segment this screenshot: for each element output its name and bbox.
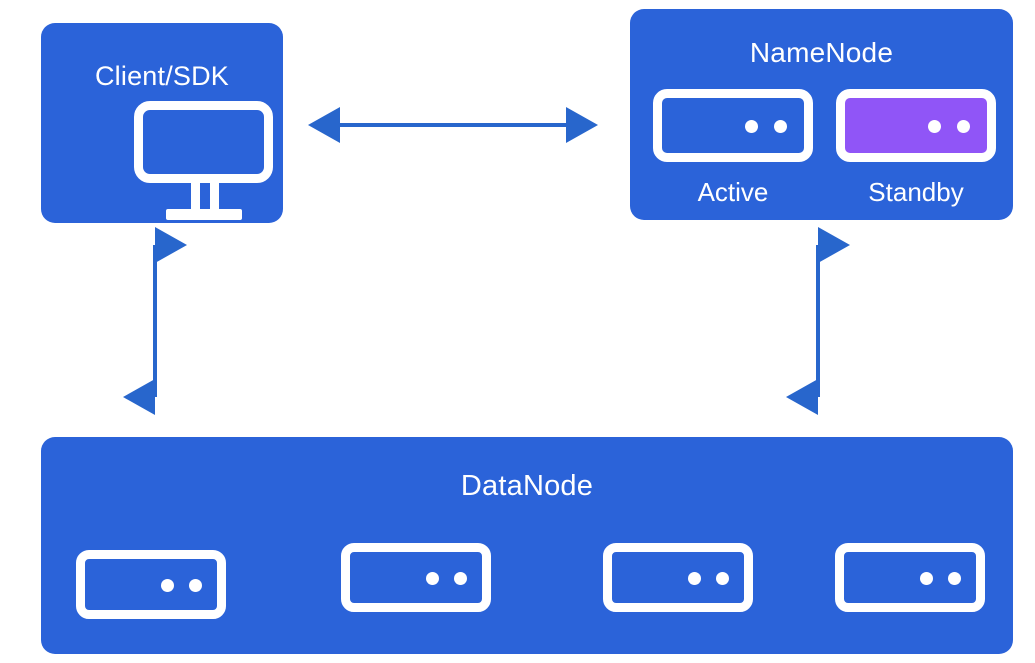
- server-led-1: [920, 571, 933, 585]
- server-led-2: [189, 578, 202, 592]
- client-sdk-label: Client/SDK: [94, 61, 230, 91]
- server-led-2: [948, 571, 961, 585]
- namenode-label: NameNode: [749, 37, 894, 68]
- server-led-1: [161, 578, 174, 592]
- datanode-server-slot-2[interactable]: [341, 543, 491, 612]
- monitor-screen-shape: [134, 101, 273, 183]
- server-led-1: [745, 119, 758, 133]
- server-icon: [76, 550, 226, 619]
- datanode-node[interactable]: DataNode @稀土掘金技术社区: [41, 437, 1013, 654]
- server-led-2: [716, 571, 729, 585]
- connector-namenode-to-datanode-icon: [786, 227, 850, 415]
- namenode-active-slot[interactable]: Active: [653, 89, 813, 207]
- server-led-2: [957, 119, 970, 133]
- server-icon: [341, 543, 491, 612]
- datanode-label: DataNode: [460, 470, 594, 502]
- connector-client-to-datanode-icon: [123, 227, 187, 415]
- client-sdk-node[interactable]: Client/SDK: [41, 23, 283, 223]
- server-led-1: [928, 119, 941, 133]
- datanode-server-slot-3[interactable]: [603, 543, 753, 612]
- server-icon: [603, 543, 753, 612]
- namenode-active-label: Active: [697, 177, 769, 207]
- server-led-1: [426, 571, 439, 585]
- server-led-1: [688, 571, 701, 585]
- namenode-node[interactable]: NameNode Active Standby: [630, 9, 1013, 220]
- monitor-icon: [134, 101, 273, 223]
- datanode-server-slot-1[interactable]: [76, 550, 226, 619]
- datanode-server-slot-4[interactable]: [835, 543, 985, 612]
- monitor-stand-left: [191, 183, 200, 213]
- namenode-standby-slot[interactable]: Standby: [836, 89, 996, 207]
- connector-client-to-namenode-icon: [308, 107, 598, 143]
- monitor-stand-right: [210, 183, 219, 213]
- namenode-standby-label: Standby: [868, 177, 964, 207]
- server-icon: [653, 89, 813, 162]
- server-icon: [835, 543, 985, 612]
- server-icon: [836, 89, 996, 162]
- monitor-base-shape: [166, 209, 242, 220]
- server-led-2: [454, 571, 467, 585]
- server-led-2: [774, 119, 787, 133]
